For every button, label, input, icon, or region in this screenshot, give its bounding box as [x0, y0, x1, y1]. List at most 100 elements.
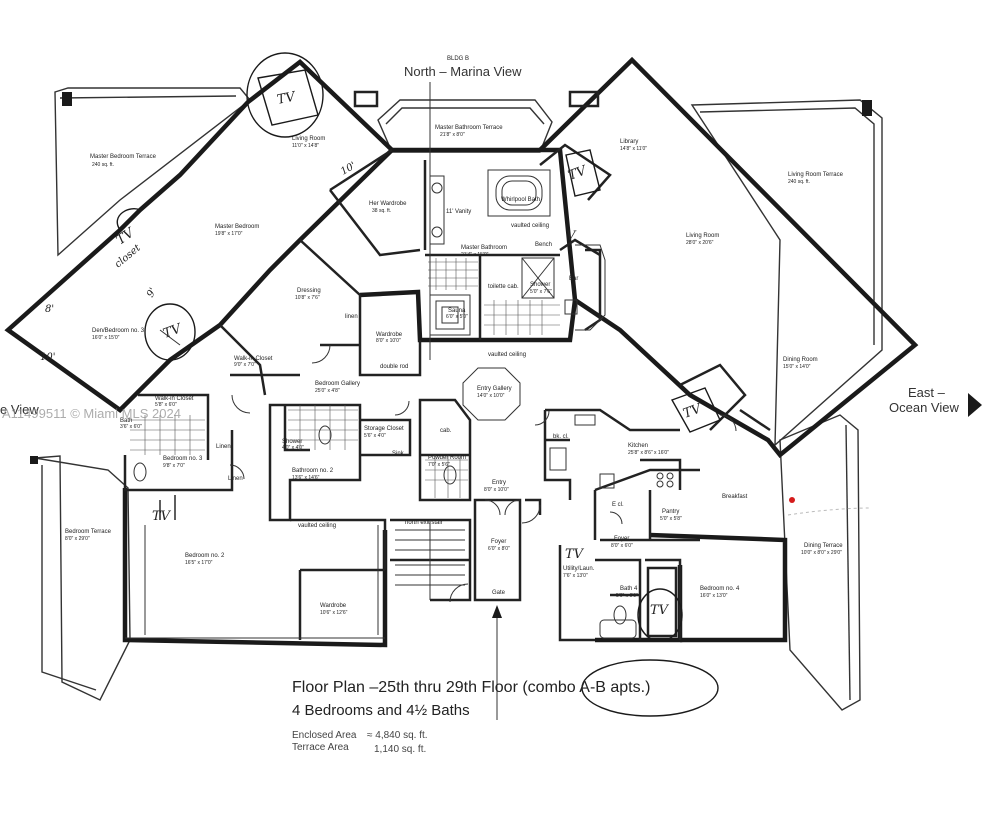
- dim-bedroom-2: 16'5" x 17'0": [185, 560, 213, 566]
- label-powder-room: Powder Room: [428, 455, 466, 461]
- label-bd-terrace-w: Bedroom Terrace: [65, 529, 112, 535]
- label-shower-2: Shower: [282, 439, 302, 445]
- east-view-line1: East –: [908, 385, 946, 400]
- caption-terrace-value: 1,140 sq. ft.: [374, 744, 426, 755]
- dim-den: 16'0" x 15'0": [92, 335, 120, 341]
- dim-sauna: 6'0" x 5'0": [446, 314, 468, 320]
- dim-bathroom-2: 13'6" x 14'6": [292, 475, 320, 481]
- west-view-label: e View: [0, 402, 39, 417]
- caption-enclosed-label: Enclosed Area: [292, 730, 357, 741]
- tv-mark-utility: TV: [565, 547, 585, 562]
- hand-dim-10: 10': [40, 352, 55, 363]
- label-master-bath: Master Bathroom: [461, 245, 507, 251]
- room-labels: Master Bedroom Terrace 240 sq. ft. Livin…: [65, 125, 844, 616]
- label-dressing: Dressing: [297, 288, 321, 294]
- dim-dining-terrace: 10'0" x 8'0" x 29'0": [801, 550, 842, 556]
- dim-living-room: 28'0" x 20'6": [686, 240, 714, 246]
- label-foyer-2: Foyer: [614, 536, 629, 542]
- exterior-walls: [4, 56, 919, 648]
- view-labels: BLDG B North – Marina View East – Ocean …: [0, 56, 982, 720]
- tv-mark-bedroom4: TV: [650, 603, 670, 618]
- label-breakfast: Breakfast: [722, 494, 748, 500]
- dim-bath-small: 3'6" x 6'0": [120, 424, 142, 430]
- label-master-terrace: Master Bedroom Terrace: [90, 154, 157, 160]
- dim-wardrobe-2: 10'6" x 12'6": [320, 610, 348, 616]
- label-her-wardrobe: Her Wardrobe: [369, 201, 407, 207]
- label-dining-room: Dining Room: [783, 357, 818, 363]
- mls-watermark: A11499511 © Miami MLS 2024: [2, 406, 181, 421]
- hand-closet: closet: [113, 242, 144, 270]
- label-walk-in-1: Walk-in Closet: [234, 356, 273, 362]
- dim-shower-m: 5'0" x 7'6": [530, 289, 552, 295]
- caption-terrace-label: Terrace Area: [292, 742, 349, 753]
- dim-shower-2: 4'0" x 4'0": [282, 445, 304, 451]
- east-arrow-icon: [968, 393, 982, 417]
- hand-mark-v: V: [566, 229, 577, 244]
- label-pantry: Pantry: [662, 509, 679, 515]
- label-bar: Bar: [569, 276, 578, 282]
- label-master-bath-terrace: Master Bathroom Terrace: [435, 125, 503, 131]
- dim-storage-closet: 5'6" x 4'0": [364, 433, 386, 439]
- label-master-bedroom: Master Bedroom: [215, 224, 259, 230]
- label-linen-b: Linen: [228, 476, 243, 482]
- dim-entry-gallery: 14'0" x 10'0": [477, 393, 505, 399]
- dim-bedroom-gallery: 25'0" x 4'8": [315, 388, 340, 394]
- dim-master-terrace: 240 sq. ft.: [92, 162, 114, 168]
- caption: Floor Plan –25th thru 29th Floor (combo …: [292, 679, 650, 755]
- caption-enclosed-value: ≈ 4,840 sq. ft.: [367, 730, 428, 741]
- label-bathroom-2: Bathroom no. 2: [292, 468, 334, 474]
- label-bath-4: Bath 4: [620, 586, 638, 592]
- entry-arrow-icon: [492, 605, 502, 618]
- tv-mark-den: TV: [161, 321, 185, 342]
- dim-dressing: 10'8" x 7'6": [295, 295, 320, 301]
- dim-dining-room: 15'0" x 14'0": [783, 364, 811, 370]
- label-walk-in-2: Walk-in Closet: [155, 396, 194, 402]
- dim-entry: 8'0" x 10'0": [484, 487, 509, 493]
- fixtures: [30, 90, 872, 639]
- dim-walk-in-1: 9'0" x 7'0": [234, 362, 256, 368]
- label-linen-top: linen: [345, 314, 358, 320]
- label-library: Library: [620, 139, 638, 145]
- label-e-cl: E cl.: [612, 502, 624, 508]
- dim-foyer-1: 6'0" x 8'0": [488, 546, 510, 552]
- dim-bd-terrace-w: 8'0" x 29'0": [65, 536, 90, 542]
- label-bedroom-4: Bedroom no. 4: [700, 586, 740, 592]
- label-whirlpool: Whirlpool Bath: [501, 197, 540, 203]
- label-vaulted-3: vaulted ceiling: [298, 523, 336, 529]
- dim-bath-4: 5'0" x 9'0": [616, 593, 638, 599]
- dim-pantry: 5'0" x 5'8": [660, 516, 682, 522]
- dim-her-wardrobe: 38 sq. ft.: [372, 208, 391, 214]
- dim-living-terrace: 240 sq. ft.: [788, 179, 810, 185]
- label-gate: Gate: [492, 590, 506, 596]
- dim-kitchen: 25'8" x 8'6" x 16'0": [628, 450, 669, 456]
- label-living-room: Living Room: [686, 233, 719, 239]
- tv-mark-library: TV: [566, 163, 590, 184]
- label-bedroom-gallery: Bedroom Gallery: [315, 381, 360, 387]
- dim-powder-room: 7'0" x 5'6": [428, 462, 450, 468]
- north-view-label: North – Marina View: [404, 64, 522, 79]
- dim-master-bath: 21'4" x 15'0": [461, 252, 489, 258]
- label-north-stair: north exit stair: [405, 520, 443, 526]
- label-vanity: 11' Vanity: [446, 209, 471, 215]
- label-vaulted-2: vaulted ceiling: [488, 352, 526, 358]
- label-den: Den/Bedroom no. 3: [92, 328, 145, 334]
- caption-rooms: 4 Bedrooms and 4½ Baths: [292, 702, 470, 719]
- dim-wardrobe-top: 8'0" x 10'0": [376, 338, 401, 344]
- hand-dim-9: 9': [145, 286, 159, 299]
- hand-dim-8: 8': [45, 304, 54, 315]
- dim-living-small: 11'0" x 14'8": [292, 143, 319, 149]
- label-storage-closet: Storage Closet: [364, 426, 404, 432]
- label-cab: cab.: [440, 428, 452, 434]
- caption-title: Floor Plan –25th thru 29th Floor (combo …: [292, 679, 650, 696]
- dim-bedroom-3: 9'8" x 7'0": [163, 463, 185, 469]
- label-living-terrace: Living Room Terrace: [788, 172, 844, 178]
- terrace-outlines: [34, 87, 883, 711]
- label-shower-m: Shower: [530, 282, 550, 288]
- label-entry-gallery: Entry Gallery: [477, 386, 512, 392]
- label-bedroom-3: Bedroom no. 3: [163, 456, 203, 462]
- tv-mark-living: TV: [276, 89, 298, 108]
- label-double-rod: double rod: [380, 364, 408, 370]
- dim-master-bedroom: 19'8" x 17'0": [215, 231, 243, 237]
- label-vaulted-1: vaulted ceiling: [511, 223, 549, 229]
